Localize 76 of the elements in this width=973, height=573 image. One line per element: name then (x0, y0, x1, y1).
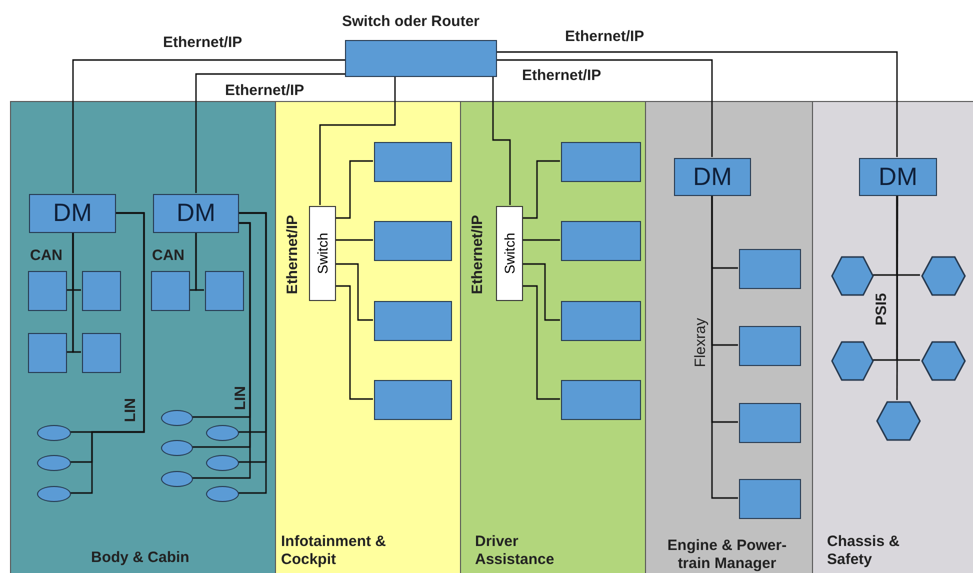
switch-box: Switch (496, 206, 523, 301)
sensor-ellipse (37, 486, 71, 502)
bus-label: Flexray (692, 318, 710, 368)
bus-line (335, 239, 373, 241)
sensor-ellipse (206, 455, 239, 471)
domain-title: Chassis & Safety (827, 533, 901, 569)
bus-line (195, 232, 204, 291)
ecu-box (739, 479, 801, 519)
sensor-ellipse (161, 410, 193, 426)
sensor-ellipse (37, 425, 71, 441)
ecu-box (151, 271, 190, 311)
bus-label: Ethernet/IP (469, 215, 486, 294)
bus-label: PSI5 (873, 293, 890, 326)
sensor-ellipse (37, 455, 71, 471)
ecu-box (374, 142, 452, 182)
bus-label: CAN (30, 247, 62, 264)
sensor-ellipse (161, 471, 193, 487)
sensor-hexagon (831, 341, 874, 381)
bus-line (335, 263, 373, 321)
ecu-box (374, 380, 452, 420)
switch-box: Switch (309, 206, 336, 301)
sensor-hexagon (876, 401, 921, 441)
bus-line (497, 51, 898, 157)
sensor-hexagon (831, 256, 874, 296)
ecu-box (739, 326, 801, 366)
ecu-box (561, 142, 641, 182)
ecu-box (28, 333, 67, 373)
bus-line (72, 59, 345, 193)
domain-master-box: DM (674, 158, 751, 196)
domain-panel (645, 101, 812, 573)
sensor-hexagon (921, 341, 966, 381)
ecu-box (739, 403, 801, 443)
sensor-hexagon (921, 256, 966, 296)
bus-line (522, 285, 560, 400)
bus-line (522, 263, 560, 321)
domain-master-box: DM (153, 194, 239, 233)
bus-line (195, 73, 345, 193)
domain-panel (812, 101, 973, 573)
domain-panel (460, 101, 645, 573)
bus-label: LIN (232, 386, 250, 410)
sensor-ellipse (206, 425, 239, 441)
bus-label: CAN (152, 247, 184, 264)
bus-line (522, 160, 560, 219)
bus-line (335, 160, 373, 219)
domain-title: Body & Cabin (91, 549, 190, 567)
ecu-box (374, 301, 452, 341)
domain-panel (275, 101, 460, 573)
bus-line (522, 239, 560, 241)
sensor-ellipse (161, 440, 193, 456)
ecu-box (82, 333, 121, 373)
domain-master-box: DM (29, 194, 116, 233)
bus-line (492, 77, 511, 205)
ecu-box (28, 271, 67, 311)
router-label: Switch oder Router (342, 13, 480, 30)
domain-master-box: DM (859, 158, 937, 196)
ecu-box (561, 301, 641, 341)
ecu-box (205, 271, 244, 311)
domain-panel (10, 101, 275, 573)
ecu-box (561, 221, 641, 261)
ecu-box (374, 221, 452, 261)
bus-line (319, 77, 396, 205)
domain-title: Driver Assistance (475, 533, 556, 569)
bus-line (896, 195, 920, 361)
bus-label: LIN (122, 398, 140, 422)
ecu-box (82, 271, 121, 311)
bus-line (896, 195, 898, 400)
bus-label: Ethernet/IP (284, 215, 302, 294)
domain-title: Infotainment & Cockpit (281, 533, 387, 569)
domain-title: Engine & Power-train Manager (666, 537, 788, 573)
bus-line (72, 232, 81, 353)
ecu-box (561, 380, 641, 420)
sensor-ellipse (206, 486, 239, 502)
ecu-box (739, 249, 801, 289)
bus-line (497, 59, 713, 157)
bus-line (711, 195, 738, 499)
bus-line (335, 285, 373, 400)
